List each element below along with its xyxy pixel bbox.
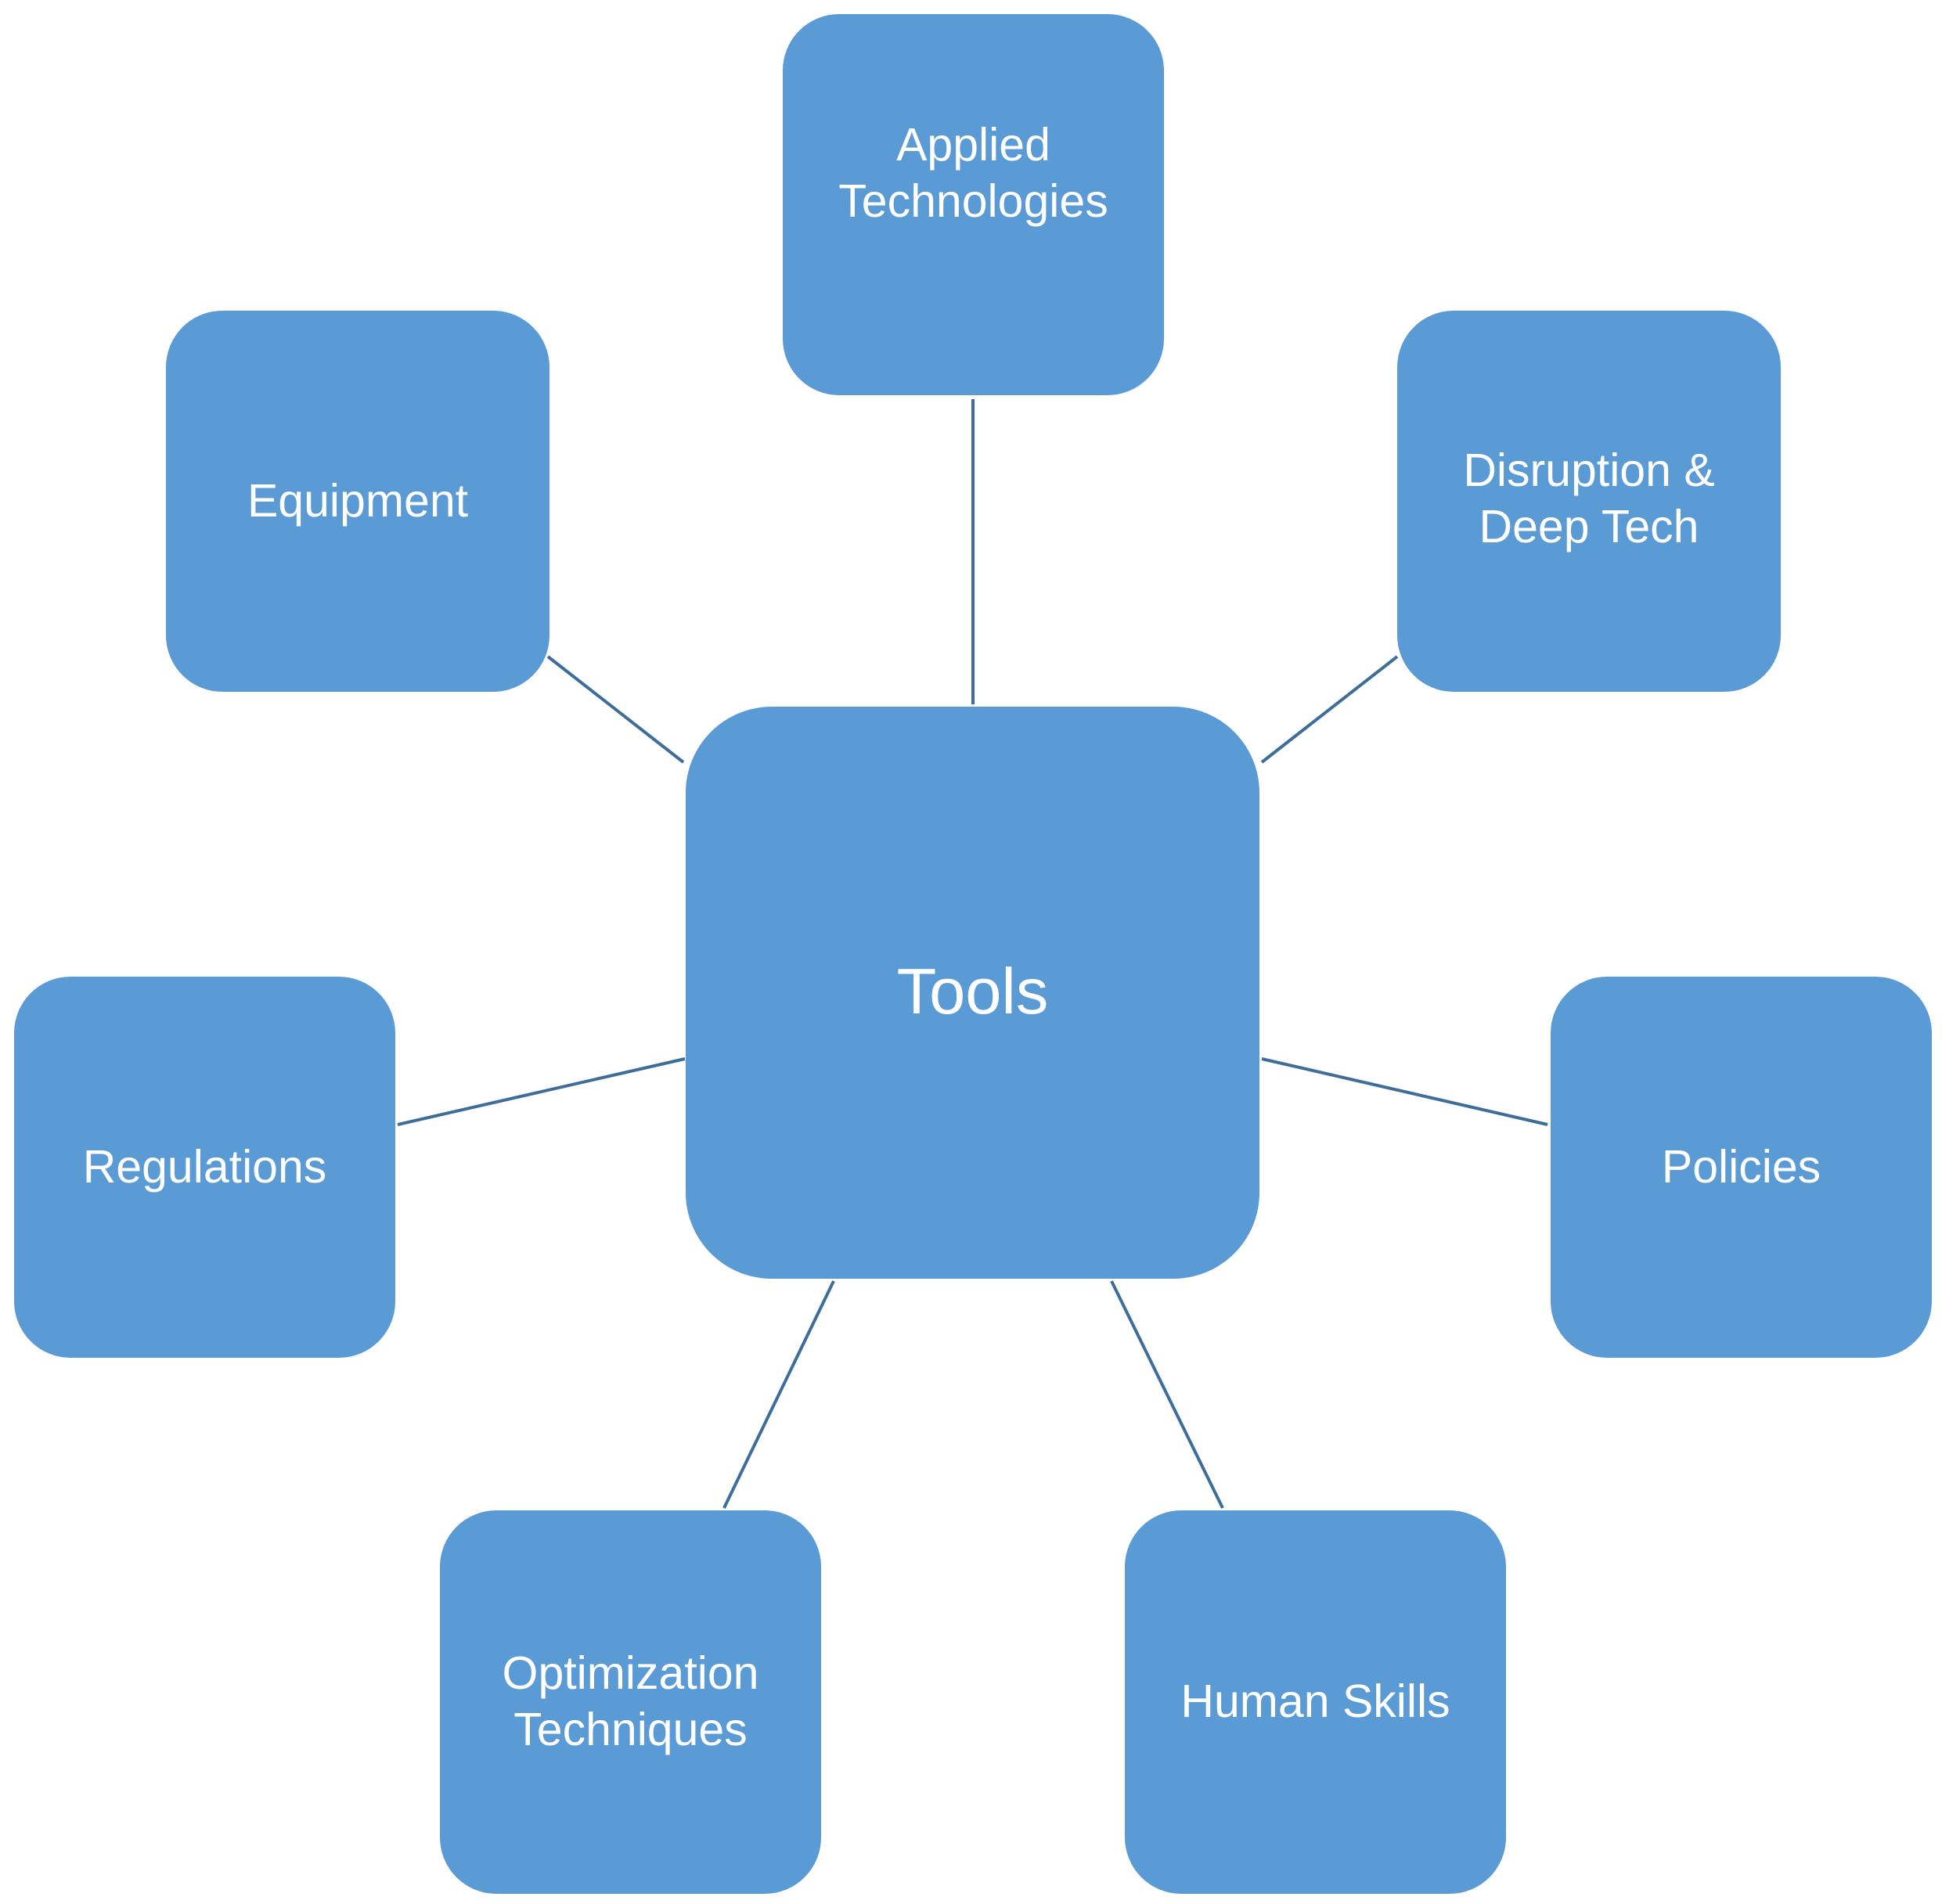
node-applied-technologies: Applied Technologies — [783, 14, 1164, 395]
center-label: Tools — [896, 954, 1049, 1028]
node-regulations: Regulations — [14, 977, 395, 1358]
node-human-skills: Human Skills — [1125, 1510, 1506, 1894]
connector-regulations — [397, 1057, 686, 1126]
connector-policies — [1261, 1057, 1548, 1126]
node-label: Policies — [1661, 1140, 1821, 1193]
node-equipment: Equipment — [166, 311, 549, 692]
node-disruption-deep-tech: Disruption & Deep Tech — [1397, 311, 1781, 692]
connector-disruption-deep-tech — [1260, 655, 1399, 764]
node-policies: Policies — [1551, 977, 1932, 1358]
node-label: Optimization Techniques — [502, 1647, 759, 1755]
connector-equipment — [546, 655, 685, 764]
node-label: Applied Technologies — [838, 118, 1108, 227]
node-tools-center: Tools — [686, 707, 1259, 1279]
node-label: Human Skills — [1180, 1675, 1450, 1728]
node-label: Disruption & Deep Tech — [1463, 444, 1715, 552]
node-optimization-techniques: Optimization Techniques — [440, 1510, 821, 1894]
connector-human-skills — [1110, 1280, 1224, 1509]
connector-optimization-techniques — [722, 1280, 835, 1509]
node-label: Regulations — [82, 1140, 327, 1193]
node-label: Equipment — [247, 474, 469, 527]
